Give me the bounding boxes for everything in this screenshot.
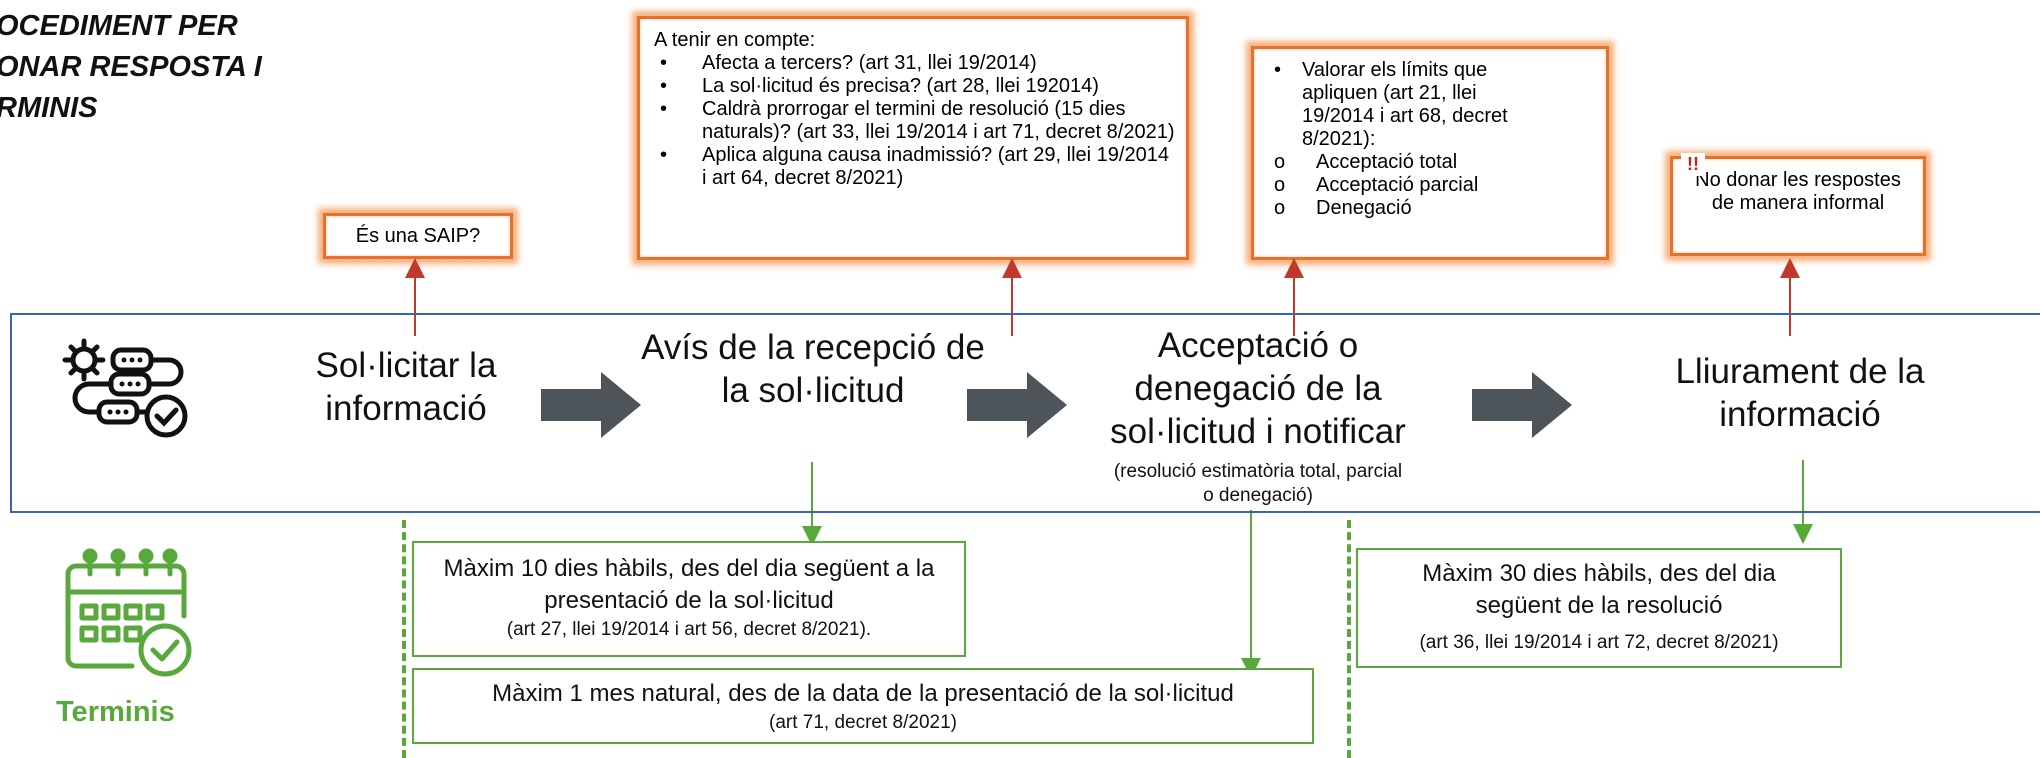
workflow-gear-check-icon <box>62 338 188 438</box>
step-acceptacio: Acceptació o denegació de la sol·licitud… <box>1110 326 1406 451</box>
note-tenir-en-compte: A tenir en compte: Afecta a tercers? (ar… <box>637 16 1189 260</box>
process-band <box>10 313 2040 513</box>
term-box-30-dies: Màxim 30 dies hàbils, des del dia següen… <box>1356 548 1842 668</box>
note-limits: Valorar els límits que apliquen (art 21,… <box>1251 46 1609 260</box>
step-lliurament: Lliurament de la informació <box>1675 352 1925 434</box>
flow-arrow-2 <box>967 372 1067 438</box>
title-line-2: ONAR RESPOSTA I <box>0 51 262 83</box>
term-box-10-dies-ref: (art 27, llei 19/2014 i art 56, decret 8… <box>506 619 872 640</box>
term-box-1-mes-text: Màxim 1 mes natural, des de la data de l… <box>492 680 1234 707</box>
note-informal: !! No donar les respostes de manera info… <box>1670 153 1926 256</box>
note-tenir-list: Afecta a tercers? (art 31, llei 19/2014)… <box>654 52 1176 190</box>
dashed-divider-right <box>1347 520 1351 758</box>
title-line-3: RMINIS <box>0 92 98 124</box>
term-box-10-dies-text: Màxim 10 dies hàbils, des del dia següen… <box>443 555 935 614</box>
step-sollicitar: Sol·licitar la informació <box>315 346 497 428</box>
note-saip: És una SAIP? <box>323 213 513 259</box>
note-tenir-item: Afecta a tercers? (art 31, llei 19/2014) <box>654 52 1176 75</box>
note-saip-text: És una SAIP? <box>355 225 481 247</box>
step-acceptacio-sub: (resolució estimatòria total, parcial o … <box>1113 461 1403 506</box>
note-tenir-heading: A tenir en compte: <box>654 29 816 51</box>
warning-marker: !! <box>1681 153 1705 176</box>
note-tenir-item: Caldrà prorrogar el termini de resolució… <box>654 98 1176 144</box>
title-line-1: OCEDIMENT PER <box>0 10 238 42</box>
flow-arrow-3 <box>1472 372 1572 438</box>
note-tenir-item: Aplica alguna causa inadmissió? (art 29,… <box>654 144 1176 190</box>
page-title: OCEDIMENT PER ONAR RESPOSTA I RMINIS <box>0 6 262 129</box>
step-avis: Avís de la recepció de la sol·licitud <box>641 328 985 410</box>
note-tenir-item: La sol·licitud és precisa? (art 28, llei… <box>654 75 1176 98</box>
dashed-divider-left <box>402 520 406 758</box>
calendar-check-icon <box>65 548 192 677</box>
note-limits-list: Valorar els límits que apliquen (art 21,… <box>1268 59 1594 220</box>
terminis-label: Terminis <box>56 696 175 728</box>
flow-arrow-1 <box>541 372 641 438</box>
term-box-30-dies-text: Màxim 30 dies hàbils, des del dia següen… <box>1422 560 1776 619</box>
note-limits-item: Valorar els límits que apliquen (art 21,… <box>1268 59 1594 151</box>
note-limits-option: Acceptació total <box>1268 151 1594 174</box>
term-box-30-dies-ref: (art 36, llei 19/2014 i art 72, decret 8… <box>1419 632 1779 653</box>
term-box-10-dies: Màxim 10 dies hàbils, des del dia següen… <box>412 541 966 657</box>
note-informal-text: No donar les respostes de manera informa… <box>1695 169 1901 214</box>
term-box-1-mes: Màxim 1 mes natural, des de la data de l… <box>412 668 1314 744</box>
note-limits-option: Acceptació parcial <box>1268 174 1594 197</box>
term-box-1-mes-ref: (art 71, decret 8/2021) <box>769 712 957 733</box>
note-limits-option: Denegació <box>1268 197 1594 220</box>
